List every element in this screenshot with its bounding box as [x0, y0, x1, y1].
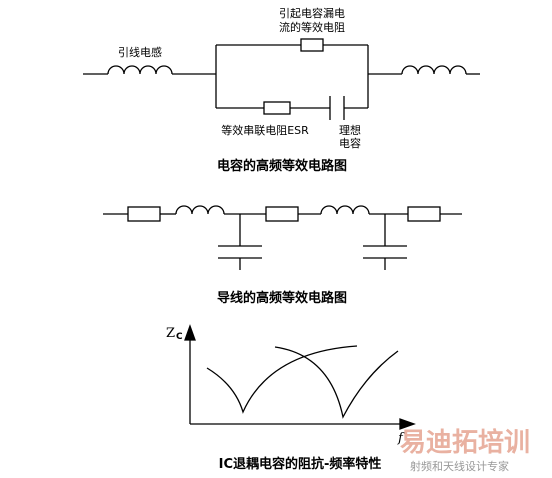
impedance-curve-1: [206, 345, 358, 414]
x-axis-arrow: [399, 418, 416, 430]
wire-circuit-caption: 导线的高频等效电路图: [217, 290, 347, 306]
wire-inductor-2: [320, 205, 370, 215]
shunt-capacitor-2: [363, 214, 407, 270]
leakage-resistance-label-line2: 流的等效电阻: [279, 20, 345, 34]
leakage-resistance-label-line1: 引起电容漏电: [279, 6, 345, 20]
capacitor-equivalent-circuit: [83, 38, 480, 120]
leakage-resistor: [300, 38, 324, 52]
impedance-curve-2: [274, 346, 399, 419]
wire-resistor-1: [127, 206, 161, 222]
watermark-tagline: 射频和天线设计专家: [410, 459, 509, 473]
impedance-plot: [184, 324, 416, 430]
lead-inductance-left: [107, 65, 173, 75]
y-axis-subscript: C: [176, 332, 183, 342]
capacitor-circuit-caption: 电容的高频等效电路图: [217, 158, 347, 174]
wire-equivalent-circuit: [103, 205, 462, 270]
ideal-capacitor-label-line1: 理想: [339, 123, 361, 137]
ideal-capacitor-label-line2: 电容: [339, 136, 361, 150]
esr-resistor: [263, 101, 291, 115]
y-axis-arrow: [184, 324, 196, 341]
y-axis-label: Z: [166, 326, 175, 341]
wire-inductor-1: [175, 205, 225, 215]
lead-inductance-right: [401, 65, 467, 75]
watermark-brand: 易迪拓培训: [400, 428, 530, 458]
x-axis-label: f: [397, 431, 405, 446]
esr-label: 等效串联电阻ESR: [221, 123, 309, 137]
wire-resistor-2: [265, 206, 299, 222]
shunt-capacitor-1: [218, 214, 262, 270]
impedance-plot-caption: IC退耦电容的阻抗-频率特性: [219, 456, 382, 472]
wire-resistor-3: [407, 206, 441, 222]
lead-inductance-label: 引线电感: [118, 45, 162, 59]
ideal-capacitor-plates: [329, 96, 345, 120]
